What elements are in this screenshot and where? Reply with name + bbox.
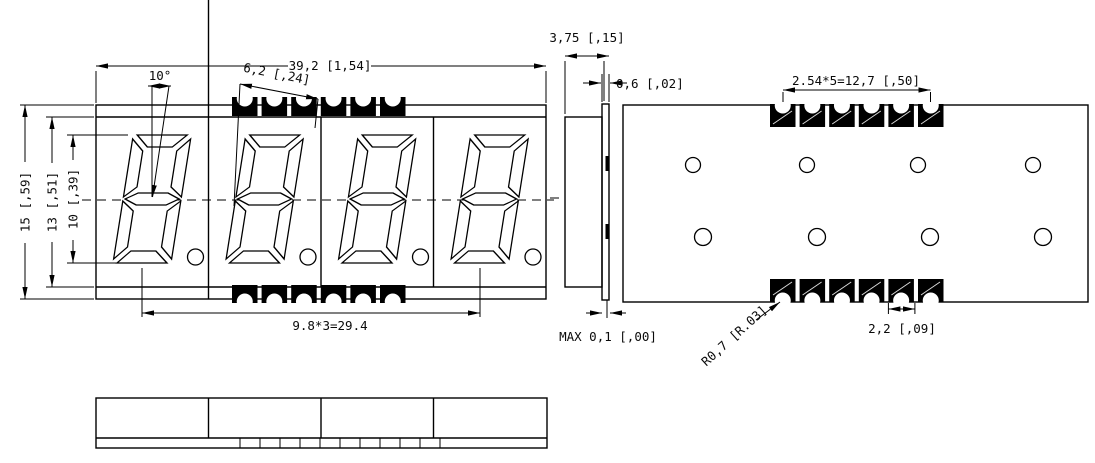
display-body-profile (564, 116, 603, 288)
bottom-view (95, 397, 548, 449)
dim-pcb-thickness: 0,6 [,02] (583, 74, 684, 102)
standoff-label: MAX 0,1 [,00] (559, 329, 657, 344)
decimal-point-3 (411, 248, 430, 266)
decimal-point-1 (186, 248, 205, 266)
dim-pad-pitch: 2.54*5=12,7 [,50] (782, 73, 931, 102)
overall-height-label: 15 [,59] (18, 172, 33, 232)
front-top-pad-row (232, 90, 406, 116)
pcb-profile (601, 103, 610, 301)
slant-angle-label: 10° (149, 68, 172, 83)
decimal-point-2 (299, 248, 317, 266)
pcb-thickness-label: 0,6 [,02] (616, 76, 684, 91)
dim-total-thickness: 3,75 [,15] (549, 30, 625, 114)
mounting-hole (920, 227, 940, 247)
mounting-hole (798, 156, 816, 174)
seven-segment-digit-4 (449, 134, 530, 264)
pad-cross-section (605, 224, 610, 239)
dim-standoff: MAX 0,1 [,00] (559, 300, 657, 344)
dim-digit-pitch: 9.8*3=29.4 (141, 268, 481, 333)
overall-width-label: 39,2 [1,54] (289, 58, 372, 73)
back-view: 2.54*5=12,7 [,50] 2,2 [,09] R0,7 [R.03] (622, 73, 1089, 369)
mounting-hole (1033, 227, 1053, 247)
back-bottom-pad-row (769, 278, 944, 309)
bottom-pad-ticks (239, 438, 441, 448)
mounting-hole (684, 156, 702, 174)
dim-pad-notch-radius: R0,7 [R.03] (698, 301, 781, 369)
total-thickness-label: 3,75 [,15] (549, 30, 624, 45)
back-top-pad-row (769, 97, 944, 128)
side-view: 3,75 [,15] 0,6 [,02] MAX 0,1 [,00] (549, 30, 683, 344)
digit-pitch-label: 9.8*3=29.4 (292, 318, 367, 333)
mounting-hole (807, 227, 827, 247)
pad-cross-section (605, 156, 610, 171)
back-pcb-outline (622, 104, 1089, 303)
pad-width-label: 2,2 [,09] (868, 321, 936, 336)
seven-segment-digit-3 (337, 134, 417, 264)
mounting-holes-bottom-row (693, 227, 1053, 247)
dim-digit-height: 10 [,39] (66, 134, 128, 264)
dim-body-height: 13 [,51] (45, 116, 94, 288)
dim-pad-width: 2,2 [,09] (868, 303, 936, 336)
seven-segment-digit-2 (224, 134, 305, 264)
mounting-holes-top-row (684, 156, 1042, 174)
dim-overall-height: 15 [,59] (18, 104, 94, 300)
front-bottom-pad-row (232, 285, 406, 310)
digit-height-label: 10 [,39] (66, 169, 81, 229)
dim-overall-width: 39,2 [1,54] (95, 58, 547, 103)
mounting-hole (693, 227, 713, 247)
pad-pitch-label: 2.54*5=12,7 [,50] (792, 73, 920, 88)
mounting-hole (1024, 156, 1042, 174)
dim-slant-angle: 10° (148, 68, 172, 198)
decimal-point-4 (524, 248, 542, 266)
body-height-label: 13 [,51] (45, 172, 60, 232)
front-view: 39,2 [1,54] 6,2 [,24] 10° 15 [,59] (18, 0, 554, 333)
pad-notch-radius-label: R0,7 [R.03] (698, 302, 770, 369)
mounting-hole (909, 156, 927, 174)
